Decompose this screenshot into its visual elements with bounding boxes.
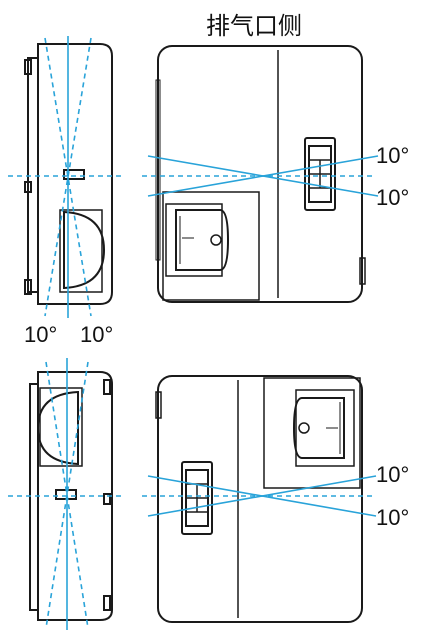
side-view-top (24, 43, 113, 305)
back-view-top (155, 45, 366, 303)
tilt-guides (8, 36, 379, 630)
page-title: 排气口侧 (206, 12, 302, 40)
angle-label-top-left-a: 10° (24, 322, 58, 347)
angle-label-bottom-right-lower: 10° (376, 505, 410, 530)
angle-label-top-right-upper: 10° (376, 143, 410, 168)
angle-label-bottom-right-upper: 10° (376, 462, 410, 487)
angle-label-top-right-lower: 10° (376, 185, 410, 210)
back-view-bottom (155, 375, 363, 623)
angle-label-top-left-b: 10° (80, 322, 114, 347)
